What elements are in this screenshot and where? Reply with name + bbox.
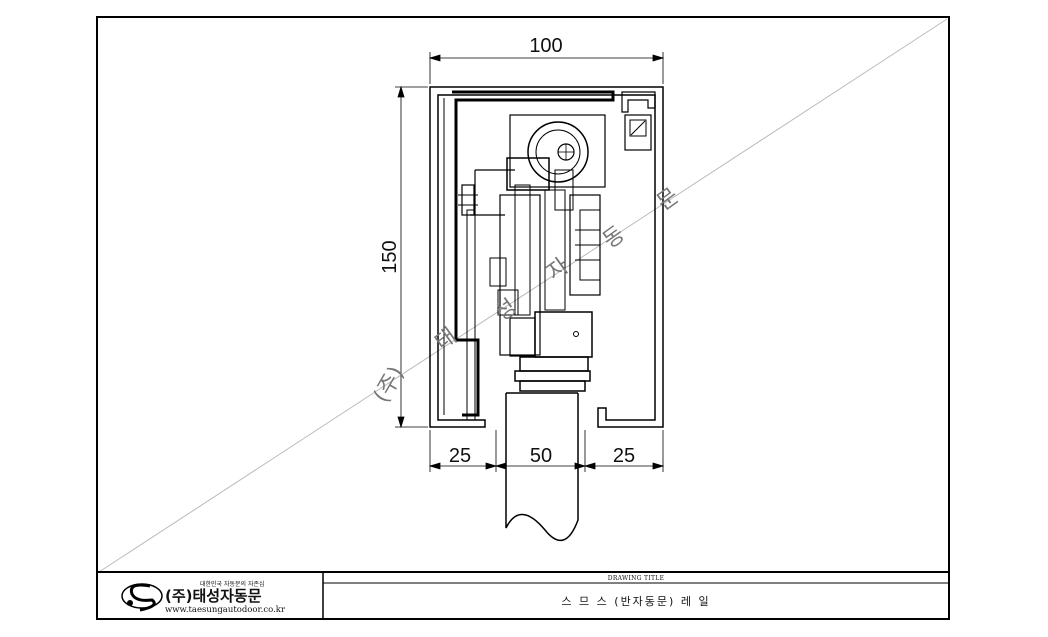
corner-fitting	[621, 91, 656, 113]
dimension-bottom-left: 25	[449, 445, 471, 467]
company-name: (주)태성자동문	[165, 587, 262, 605]
roller-housing	[509, 114, 606, 188]
roller-wheel	[527, 121, 589, 183]
watermark-char: 동	[599, 222, 630, 254]
rail-housing-outer	[429, 86, 664, 428]
door-clamp	[534, 311, 593, 358]
rail-inner-liner	[452, 90, 615, 417]
dimension-left-height: 150	[379, 240, 401, 273]
hanger-block	[506, 157, 550, 191]
company-tagline: 대한민국 자동문의 자존심	[200, 580, 265, 588]
watermark-char: (주)	[369, 362, 409, 407]
door-panel	[505, 393, 579, 542]
watermark: (주) 태 성 자 동 문	[369, 184, 684, 408]
dimension-bottom-right: 25	[613, 445, 635, 467]
dimension-bottom-center: 50	[530, 445, 552, 467]
diagonal-guide-line	[98, 18, 948, 573]
watermark-char: 문	[653, 184, 684, 216]
rail-cross-section	[429, 86, 664, 542]
company-website: www.taesungautodoor.co.kr	[165, 605, 286, 615]
watermark-char: 자	[543, 254, 574, 286]
company-logo	[121, 583, 163, 612]
drawing-title-label: DRAWING TITLE	[608, 575, 665, 582]
drawing-title: 스 므 스 (반자동문) 레 일	[561, 594, 710, 608]
drawing-frame	[96, 16, 950, 620]
dimension-lines	[395, 52, 665, 472]
dimension-top-width: 100	[529, 35, 562, 57]
title-block	[97, 571, 949, 619]
